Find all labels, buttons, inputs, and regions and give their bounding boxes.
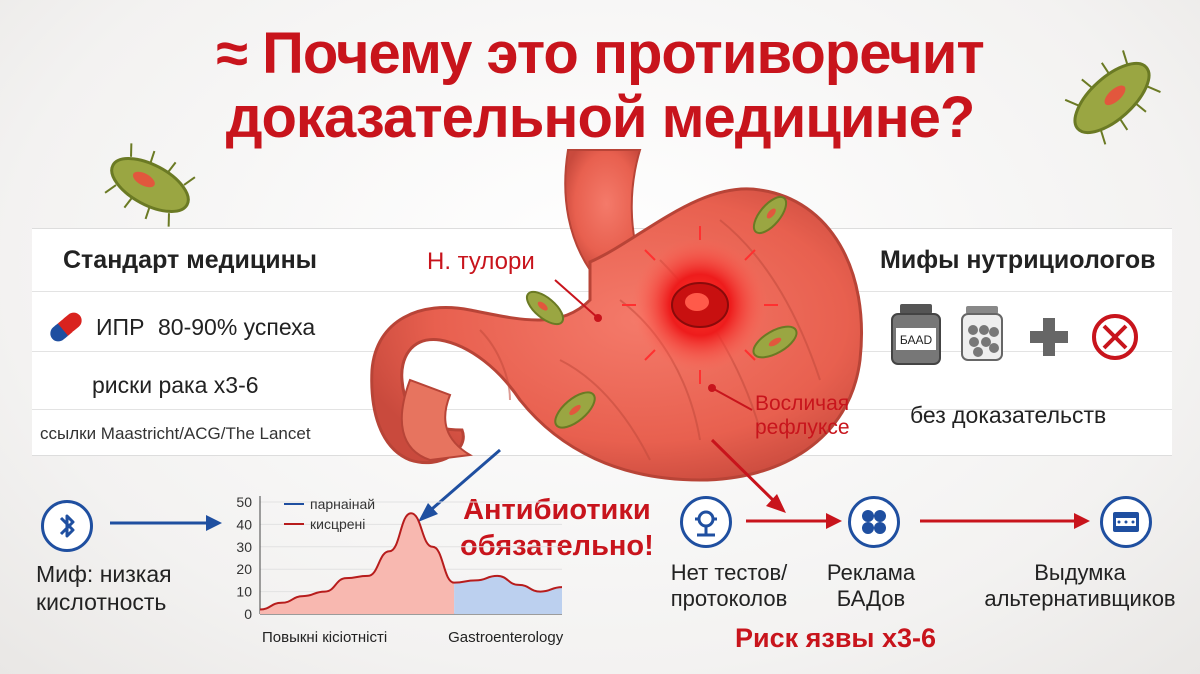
series-line <box>259 512 563 611</box>
y-tick-label: 30 <box>236 539 252 555</box>
title-line-2: доказательной медицине? <box>225 85 976 150</box>
myth-line-2: кислотность <box>36 589 167 615</box>
pylori-label: H. тулори <box>427 248 535 275</box>
bacterium-icon <box>554 391 596 429</box>
antibiotics-line-1: Антибиотики <box>463 494 651 526</box>
bluetooth-icon <box>59 514 75 538</box>
right-header: Мифы нутрициологов <box>880 246 1156 274</box>
legend-label: парнаінай <box>310 496 375 512</box>
y-tick-label: 50 <box>236 494 252 510</box>
flow-step-1-line-1: Нет тестов/ <box>670 560 788 585</box>
cancer-risk: риски рака x3-6 <box>92 372 259 398</box>
flow-step-3: Выдумка альтернативщиков <box>970 560 1190 612</box>
flow-arrow-2 <box>920 513 1090 529</box>
flow-step-3-line-1: Выдумка <box>1034 560 1126 585</box>
flow-icon-2-circle <box>848 496 900 548</box>
prohibited-icon <box>1092 314 1138 360</box>
flow-icon-1-circle <box>680 496 732 548</box>
flow-step-1: Нет тестов/ протоколов <box>654 560 804 612</box>
myth-line-1: Миф: низкая <box>36 561 172 587</box>
myth-icon-circle <box>41 500 93 552</box>
area-fill-left <box>260 513 455 614</box>
bacterium-icon <box>525 290 565 326</box>
reflux-label: Восличая рефлуксе <box>755 392 850 440</box>
x-axis-label: Повыкні кісіотністі <box>262 629 387 646</box>
y-tick-label: 20 <box>236 561 252 577</box>
ulcer-risk: Риск язвы x3-6 <box>735 623 937 653</box>
y-tick-label: 40 <box>236 516 252 532</box>
plus-icon <box>1030 318 1068 356</box>
pill-jar-icon <box>961 306 1003 361</box>
legend-label: кисцрені <box>310 516 365 532</box>
reflux-line-1: Восличая <box>755 392 850 415</box>
bottle-label: БААD <box>900 333 933 347</box>
supplement-bottle-icon: БААD <box>891 304 941 365</box>
bacterium-icon <box>752 325 798 359</box>
references: ссылки Maastricht/ACG/The Lancet <box>40 424 311 443</box>
title-line-1: ≈ Почему это противоречит <box>216 21 985 86</box>
ipp-success: 80-90% успеха <box>158 314 316 340</box>
x-axis-label: Gastroenterology <box>448 629 564 646</box>
billboard-icon <box>1113 512 1139 532</box>
reflux-line-2: рефлуксе <box>755 416 850 439</box>
flow-step-2-line-2: БАДов <box>836 586 906 611</box>
y-tick-label: 10 <box>236 584 252 600</box>
microscope-icon <box>695 510 717 537</box>
no-evidence: без доказательств <box>910 402 1107 428</box>
left-header: Стандарт медицины <box>63 246 318 274</box>
antibiotics-label: Антибиотики обязательно! <box>460 492 654 564</box>
flow-arrow-1 <box>746 513 842 529</box>
y-tick-label: 0 <box>244 606 252 622</box>
myth-label: Миф: низкая кислотность <box>36 560 172 616</box>
flow-step-1-line-2: протоколов <box>670 586 788 611</box>
page-title: ≈ Почему это противоречит доказательной … <box>0 22 1200 150</box>
bacterium-icon <box>752 195 788 235</box>
pills-icon <box>862 510 886 534</box>
flow-icon-3-circle <box>1100 496 1152 548</box>
flow-step-3-line-2: альтернативщиков <box>984 586 1176 611</box>
capsule-icon <box>50 312 82 342</box>
flow-step-2-line-1: Реклама <box>826 560 916 585</box>
ipp-label: ИПР <box>96 314 145 340</box>
myth-arrow <box>110 515 222 531</box>
antibiotics-line-2: обязательно! <box>460 530 654 562</box>
flow-step-2: Реклама БАДов <box>806 560 936 612</box>
area-fill-right <box>454 575 562 614</box>
